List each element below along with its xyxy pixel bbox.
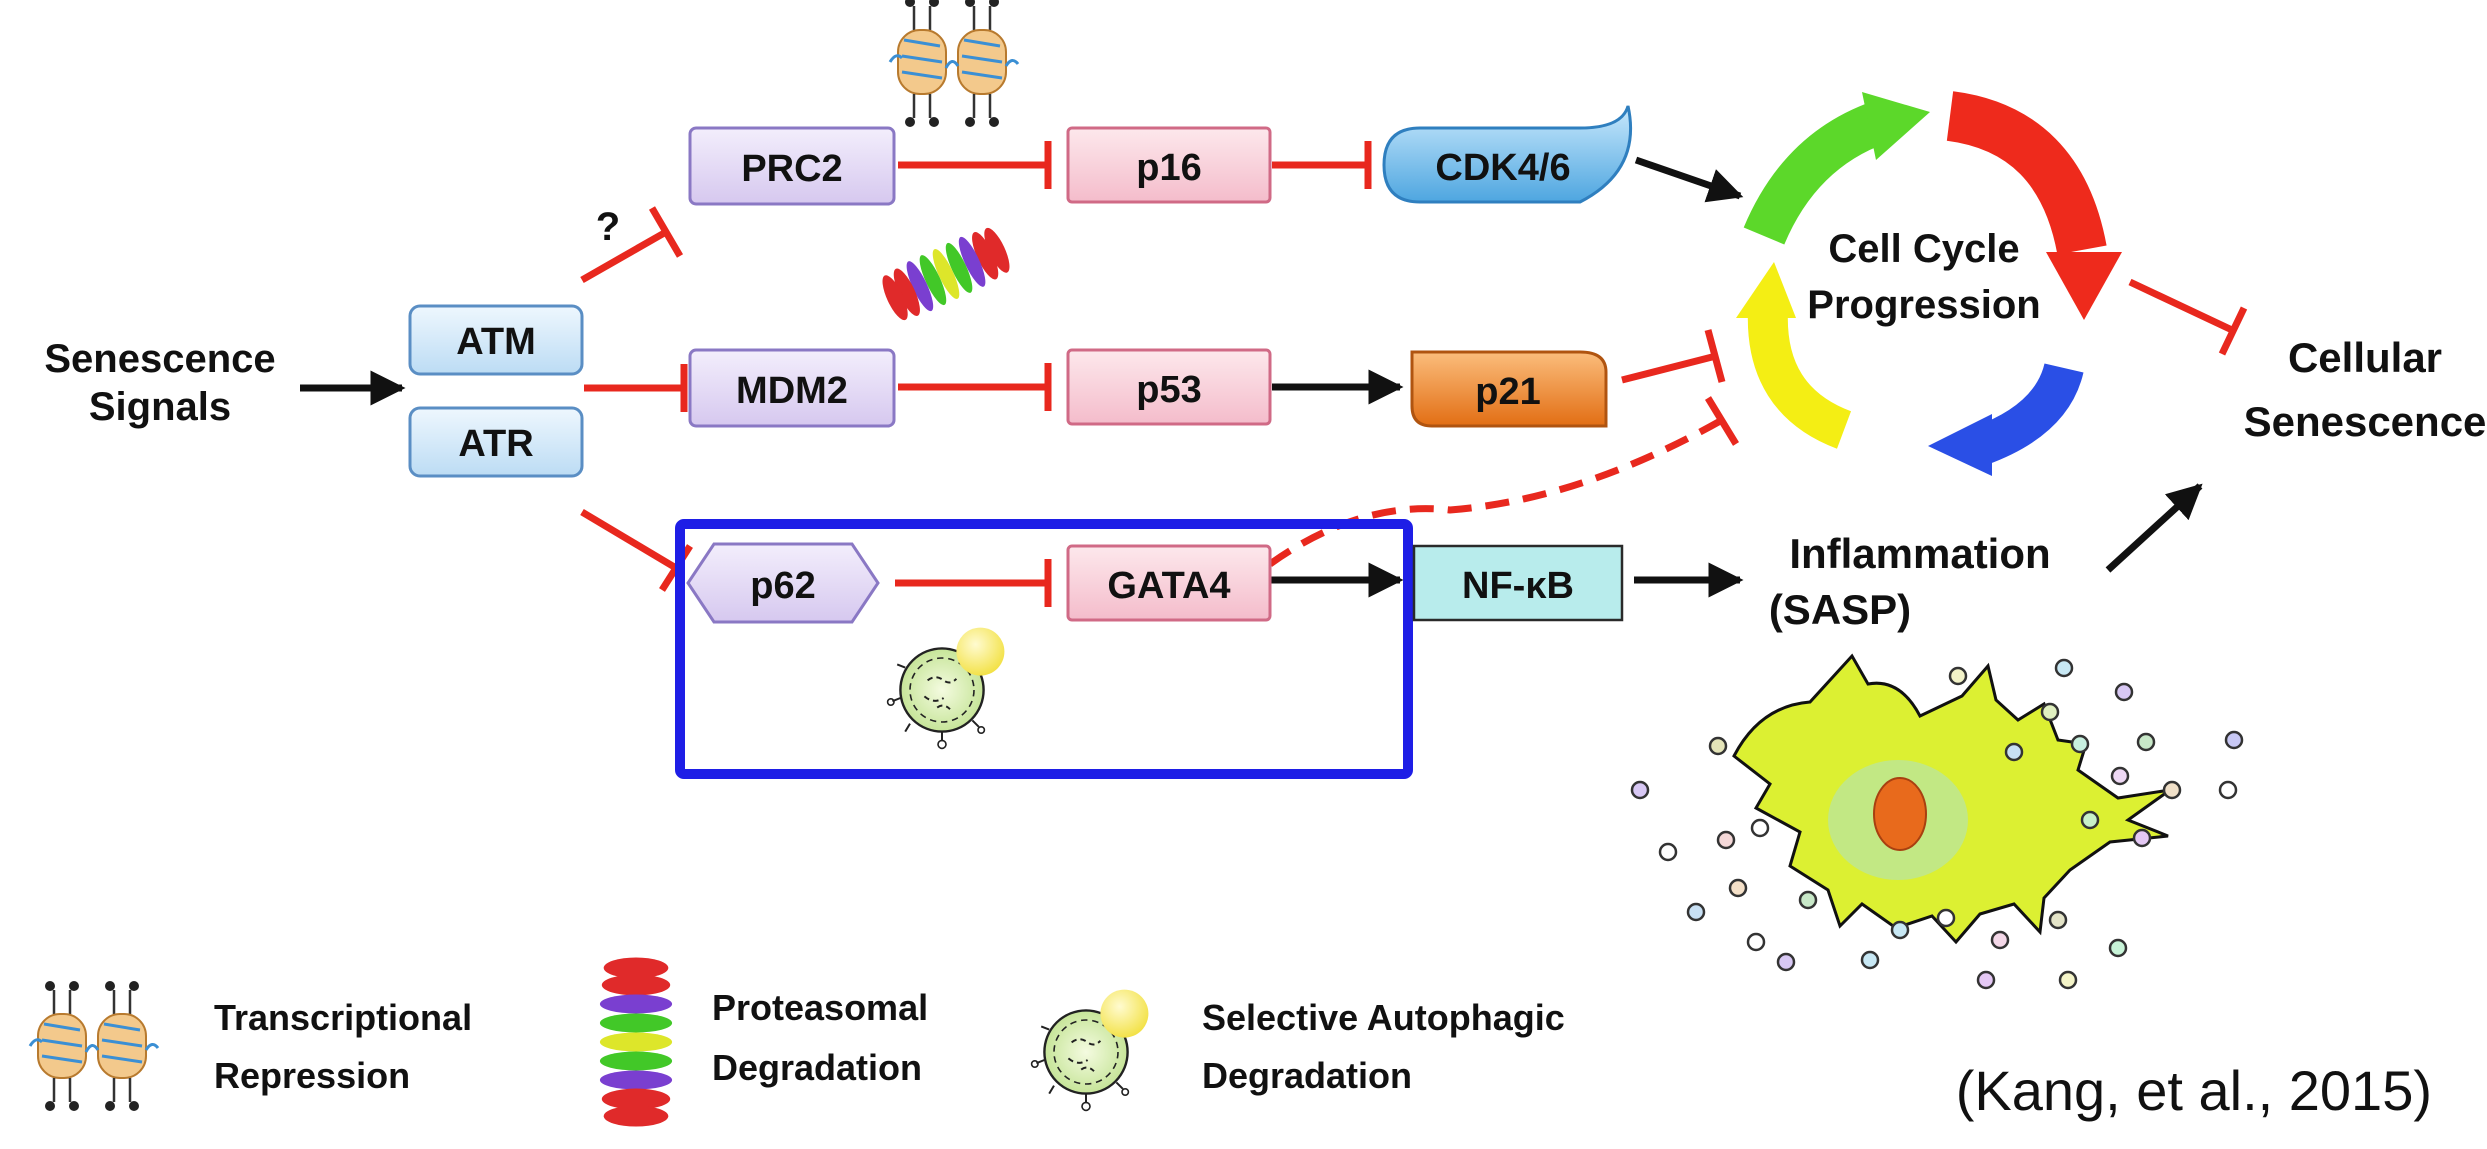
cell-cycle-label: Cell Cycle: [1828, 227, 2019, 271]
svg-text:p21: p21: [1475, 371, 1540, 413]
inhibit-mdm2-p53: [898, 363, 1052, 411]
inhibit-p62-gata4: [895, 559, 1052, 607]
svg-text:p62: p62: [750, 565, 815, 607]
svg-text:ATM: ATM: [456, 321, 536, 363]
svg-text:Repression: Repression: [214, 1055, 410, 1096]
node-atr: ATR: [408, 406, 584, 478]
nucleosome-icon: [28, 979, 160, 1113]
node-atm: ATM: [408, 304, 584, 376]
node-p16: p16: [1066, 126, 1272, 204]
svg-text:MDM2: MDM2: [736, 370, 848, 412]
arrow-cdk-to-cycle: [1634, 156, 1744, 203]
inhibit-p16-cdk: [1272, 141, 1372, 189]
svg-text:p16: p16: [1136, 147, 1201, 189]
proteasome-icon: [876, 222, 1016, 326]
svg-text:p53: p53: [1136, 369, 1201, 411]
svg-text:NF-κB: NF-κB: [1462, 565, 1574, 607]
senescence-signals-label: Senescence: [44, 337, 275, 381]
inhibit-p21-cycle: [1621, 329, 1726, 384]
senescent-cell-illustration: [1630, 653, 2244, 990]
cellular-senescence-label: Cellular: [2288, 334, 2442, 381]
node-nfkb: NF-κB: [1412, 544, 1624, 622]
svg-text:Proteasomal: Proteasomal: [712, 987, 928, 1028]
arrow-inflammation-to-senescence: [2105, 483, 2203, 573]
svg-text:Degradation: Degradation: [712, 1047, 922, 1088]
node-prc2: PRC2: [688, 126, 896, 206]
node-p53: p53: [1066, 348, 1272, 426]
autophagosome-icon: [886, 626, 1006, 750]
legend-item-autophagic: Selective Autophagic Degradation: [1030, 988, 1565, 1112]
node-p21: p21: [1410, 350, 1608, 428]
node-gata4: GATA4: [1066, 544, 1272, 622]
svg-text:PRC2: PRC2: [741, 148, 842, 190]
inflammation-label: Inflammation: [1789, 530, 2050, 577]
inflammation-label-2: (SASP): [1769, 586, 1911, 633]
svg-text:CDK4/6: CDK4/6: [1435, 147, 1570, 189]
legend-item-transcriptional: Transcriptional Repression: [28, 979, 472, 1113]
svg-text:Degradation: Degradation: [1202, 1055, 1412, 1096]
nucleosome-icon: [888, 0, 1020, 129]
citation: (Kang, et al., 2015): [1956, 1059, 2432, 1122]
edges: [300, 141, 2248, 607]
node-mdm2: MDM2: [688, 348, 896, 428]
inhibit-atm-prc2: [580, 206, 684, 284]
senescence-signals-label-2: Signals: [89, 385, 231, 429]
inhibit-prc2-p16: [898, 141, 1052, 189]
svg-text:GATA4: GATA4: [1107, 565, 1230, 607]
cellular-senescence-label-2: Senescence: [2244, 398, 2487, 445]
inhibit-cycle-senescence: [2128, 278, 2248, 356]
nodes: Senescence Signals ATM ATR ? PRC2 MDM2 p…: [44, 105, 2487, 633]
proteasome-icon: [599, 957, 673, 1127]
svg-text:Selective Autophagic: Selective Autophagic: [1202, 997, 1565, 1038]
legend-item-proteasomal: Proteasomal Degradation: [599, 957, 928, 1127]
node-cdk46: CDK4/6: [1382, 105, 1633, 204]
autophagosome-icon: [1030, 988, 1150, 1112]
cell-cycle-wheel: Cell Cycle Progression: [1736, 91, 2122, 476]
inhibit-gata4-cycle-dashed: [1267, 396, 1739, 567]
highlight-box: [675, 519, 1413, 779]
node-p62: p62: [686, 542, 880, 624]
question-mark: ?: [596, 205, 620, 249]
cell-cycle-label-2: Progression: [1807, 283, 2040, 327]
inhibit-atr-p62: [580, 508, 693, 592]
svg-text:ATR: ATR: [458, 423, 533, 465]
svg-text:Transcriptional: Transcriptional: [214, 997, 472, 1038]
legend: Transcriptional Repression Proteasomal D…: [28, 957, 1565, 1127]
inhibit-atm-mdm2: [584, 364, 688, 412]
